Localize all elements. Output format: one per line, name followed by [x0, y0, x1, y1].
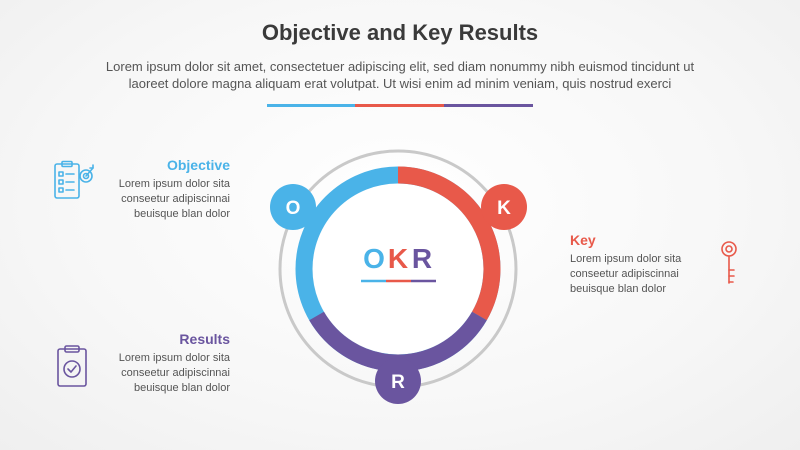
key-block: Key Lorem ipsum dolor sita conseetur adi… — [570, 232, 710, 297]
objective-text: Lorem ipsum dolor sita conseetur adipisc… — [90, 177, 230, 222]
objective-block: Objective Lorem ipsum dolor sita conseet… — [90, 157, 230, 222]
results-title: Results — [179, 331, 230, 347]
objective-text-line-2: conseetur adipiscinnai — [121, 193, 230, 205]
center-letter-k: K — [388, 243, 408, 274]
key-title: Key — [570, 232, 596, 248]
key-text-line-1: Lorem ipsum dolor sita — [570, 253, 682, 265]
results-text: Lorem ipsum dolor sita conseetur adipisc… — [90, 351, 230, 396]
intro-line-2: laoreet dolore magna aliquam erat volutp… — [128, 76, 672, 91]
badge-o — [270, 184, 316, 230]
results-text-line-3: beuisque blan dolor — [133, 382, 230, 394]
divider-blue — [267, 104, 355, 107]
results-block: Results Lorem ipsum dolor sita conseetur… — [90, 331, 230, 396]
divider-purple — [444, 104, 533, 107]
key-icon — [721, 241, 737, 284]
badge-o-label: O — [286, 198, 301, 219]
page-title: Objective and Key Results — [261, 20, 539, 45]
results-text-line-1: Lorem ipsum dolor sita — [118, 352, 230, 364]
badge-r — [375, 358, 421, 404]
center-letter-o: O — [363, 243, 385, 274]
key-text: Lorem ipsum dolor sita conseetur adipisc… — [570, 252, 710, 297]
badge-k-label: K — [497, 198, 511, 219]
objective-text-line-1: Lorem ipsum dolor sita — [118, 178, 230, 190]
center-letter-r: R — [412, 243, 432, 274]
clipboard-check-icon — [57, 345, 87, 387]
objective-title: Objective — [166, 157, 230, 173]
results-text-line-2: conseetur adipiscinnai — [121, 367, 230, 379]
key-text-line-3: beuisque blan dolor — [570, 283, 667, 295]
intro-text: Lorem ipsum dolor sit amet, consectetuer… — [40, 58, 760, 92]
intro-line-1: Lorem ipsum dolor sit amet, consectetuer… — [105, 59, 695, 74]
inner-disc — [313, 184, 483, 354]
divider-red — [355, 104, 444, 107]
objective-text-line-3: beuisque blan dolor — [133, 208, 230, 220]
badge-k — [481, 184, 527, 230]
key-text-line-2: conseetur adipiscinnai — [570, 268, 679, 280]
ring-segment-key — [397, 166, 501, 321]
badge-r-label: R — [391, 372, 405, 393]
checklist-target-icon — [54, 160, 94, 199]
